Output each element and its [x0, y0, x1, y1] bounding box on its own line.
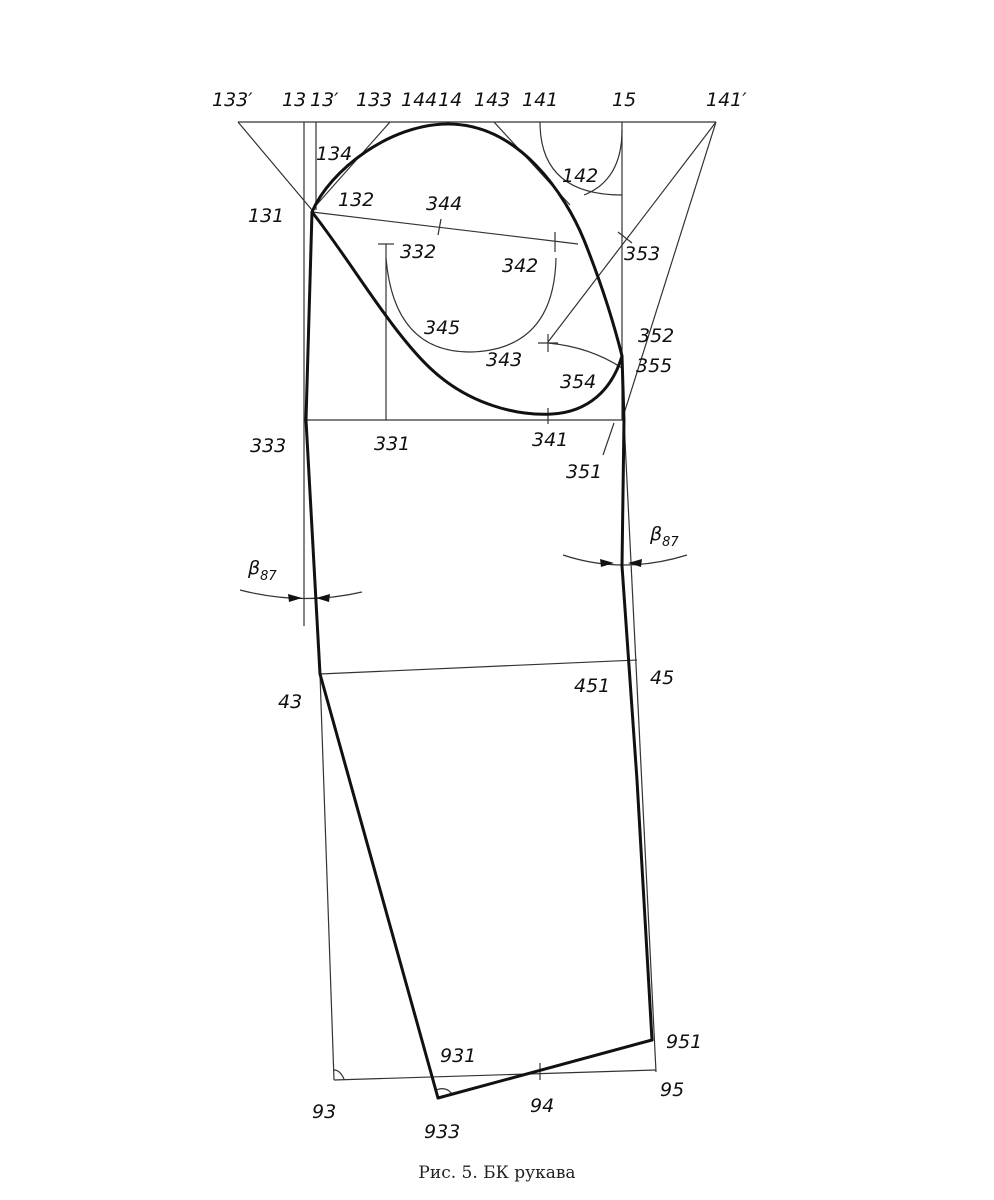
label-332: 332	[400, 241, 436, 263]
label-beta-left: β87	[247, 557, 277, 584]
label-351: 351	[566, 461, 602, 483]
label-beta-right: β87	[649, 523, 679, 550]
label-134: 134	[316, 143, 352, 165]
label-951: 951	[666, 1031, 702, 1053]
arrow-left-a	[288, 594, 302, 602]
point-labels: 133′ 13 13′ 133 144 14 143 141 15 141′ 1…	[212, 89, 747, 1143]
arc-142-right	[583, 129, 623, 196]
line-351-95	[623, 419, 657, 1073]
arrow-right-b	[628, 559, 642, 567]
label-15: 15	[612, 89, 636, 111]
label-93: 93	[312, 1101, 336, 1123]
sleeve-back-seam	[304, 210, 440, 1100]
label-354: 354	[560, 371, 596, 393]
label-344: 344	[426, 193, 462, 215]
right-triangle-edge	[621, 121, 717, 421]
sleeve-front-seam	[620, 354, 654, 1042]
label-131: 131	[248, 205, 284, 227]
angle-arrows	[288, 559, 642, 602]
label-13p: 13′	[310, 89, 339, 111]
label-141: 141	[522, 89, 558, 111]
right-angle-933	[435, 1088, 453, 1095]
sleeve-cap-curve	[310, 122, 624, 358]
figure-caption: Рис. 5. БК рукава	[418, 1163, 575, 1183]
tick-353	[617, 231, 633, 244]
sleeve-underarm-curve	[310, 210, 624, 416]
label-94: 94	[530, 1095, 554, 1117]
construction-lines	[237, 121, 717, 1081]
arc-142	[539, 121, 623, 196]
label-45: 45	[650, 667, 674, 689]
label-345: 345	[424, 317, 460, 339]
line-43-451	[319, 659, 638, 675]
label-353: 353	[624, 243, 660, 265]
vertical-43-93	[319, 673, 335, 1081]
diagonal-141-352	[547, 121, 717, 343]
line-131-342	[311, 211, 579, 245]
label-451: 451	[574, 675, 610, 697]
label-142: 142	[562, 165, 598, 187]
label-132: 132	[338, 189, 374, 211]
label-133p: 133′	[212, 89, 253, 111]
arc-354	[547, 342, 623, 369]
triangle-edge-133	[311, 121, 391, 211]
arc-345	[385, 257, 557, 353]
sleeve-outline	[304, 122, 654, 1100]
arrow-right-a	[600, 559, 614, 567]
tick-351	[602, 422, 615, 456]
label-343: 343	[486, 349, 522, 371]
label-143: 143	[474, 89, 510, 111]
arrow-left-b	[316, 594, 330, 602]
left-triangle-edge	[237, 121, 313, 211]
label-333: 333	[250, 435, 286, 457]
line-93-95	[333, 1069, 657, 1081]
label-14: 14	[438, 89, 462, 111]
angle-arc-right	[562, 554, 688, 566]
construction-arcs	[239, 121, 688, 1095]
label-13: 13	[282, 89, 306, 111]
label-331: 331	[374, 433, 410, 455]
sleeve-hem	[436, 1038, 654, 1100]
label-43: 43	[278, 691, 302, 713]
label-95: 95	[660, 1079, 684, 1101]
label-933: 933	[424, 1121, 460, 1143]
label-133: 133	[356, 89, 392, 111]
label-141p: 141′	[706, 89, 747, 111]
label-144: 144	[401, 89, 437, 111]
angle-arc-left	[239, 589, 363, 600]
label-355: 355	[636, 355, 672, 377]
label-352: 352	[638, 325, 674, 347]
right-angle-93	[333, 1069, 345, 1080]
tick-344	[437, 218, 442, 236]
label-342: 342	[502, 255, 538, 277]
label-341: 341	[532, 429, 568, 451]
label-931: 931	[440, 1045, 476, 1067]
